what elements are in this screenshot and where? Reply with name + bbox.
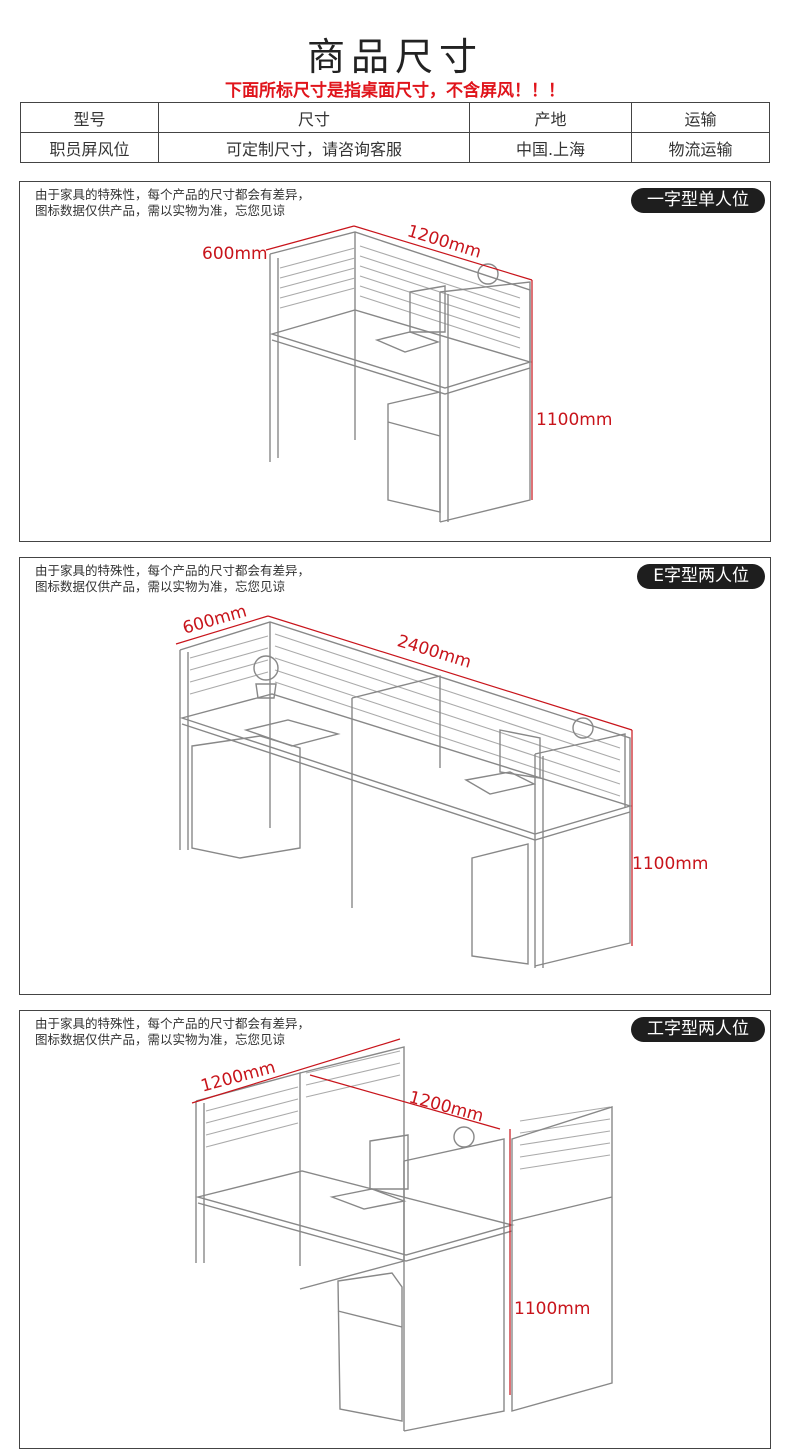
spec-header-origin: 产地 <box>469 102 632 133</box>
note-line: 图标数据仅供产品，需以实物为准，忘您见谅 <box>35 579 286 594</box>
layout-type-badge: 一字型单人位 <box>631 188 765 213</box>
page-subtitle-warning: 下面所标尺寸是指桌面尺寸，不含屏风！！！ <box>225 81 565 101</box>
dimension-depth: 600mm <box>202 244 268 264</box>
desk-illustration <box>191 1038 613 1432</box>
panel-i-double-workstation: 由于家具的特殊性，每个产品的尺寸都会有差异， 图标数据仅供产品，需以实物为准，忘… <box>19 1010 771 1449</box>
layout-type-badge: E字型两人位 <box>637 564 765 589</box>
spec-cell-origin: 中国.上海 <box>469 132 632 163</box>
dimension-height: 1100mm <box>632 854 709 874</box>
note-line: 由于家具的特殊性，每个产品的尺寸都会有差异， <box>35 1016 311 1031</box>
panel-note: 由于家具的特殊性，每个产品的尺寸都会有差异， 图标数据仅供产品，需以实物为准，忘… <box>35 563 310 595</box>
spec-header-size: 尺寸 <box>158 102 470 133</box>
spec-cell-model: 职员屏风位 <box>20 132 159 163</box>
desk-illustration <box>265 225 533 523</box>
spec-table-header-row: 型号 尺寸 产地 运输 <box>20 102 770 133</box>
spec-cell-shipping: 物流运输 <box>631 132 770 163</box>
spec-header-model: 型号 <box>20 102 159 133</box>
page-title: 商品尺寸 <box>306 35 483 79</box>
layout-type-badge: 工字型两人位 <box>631 1017 765 1042</box>
note-line: 图标数据仅供产品，需以实物为准，忘您见谅 <box>35 203 286 218</box>
spec-table-row: 职员屏风位 可定制尺寸，请咨询客服 中国.上海 物流运输 <box>20 132 770 163</box>
spec-table: 型号 尺寸 产地 运输 职员屏风位 可定制尺寸，请咨询客服 中国.上海 物流运输 <box>20 102 770 163</box>
panel-note: 由于家具的特殊性，每个产品的尺寸都会有差异， 图标数据仅供产品，需以实物为准，忘… <box>35 1016 310 1048</box>
note-line: 图标数据仅供产品，需以实物为准，忘您见谅 <box>35 1032 286 1047</box>
spec-header-shipping: 运输 <box>631 102 770 133</box>
desk-illustration <box>175 615 633 968</box>
note-line: 由于家具的特殊性，每个产品的尺寸都会有差异， <box>35 563 311 578</box>
dimension-height: 1100mm <box>514 1299 591 1319</box>
panel-e-double-workstation: 由于家具的特殊性，每个产品的尺寸都会有差异， 图标数据仅供产品，需以实物为准，忘… <box>19 557 771 995</box>
dimension-height: 1100mm <box>536 410 613 430</box>
note-line: 由于家具的特殊性，每个产品的尺寸都会有差异， <box>35 187 311 202</box>
spec-cell-size: 可定制尺寸，请咨询客服 <box>158 132 470 163</box>
panel-note: 由于家具的特殊性，每个产品的尺寸都会有差异， 图标数据仅供产品，需以实物为准，忘… <box>35 187 310 219</box>
panel-single-workstation: 由于家具的特殊性，每个产品的尺寸都会有差异， 图标数据仅供产品，需以实物为准，忘… <box>19 181 771 542</box>
